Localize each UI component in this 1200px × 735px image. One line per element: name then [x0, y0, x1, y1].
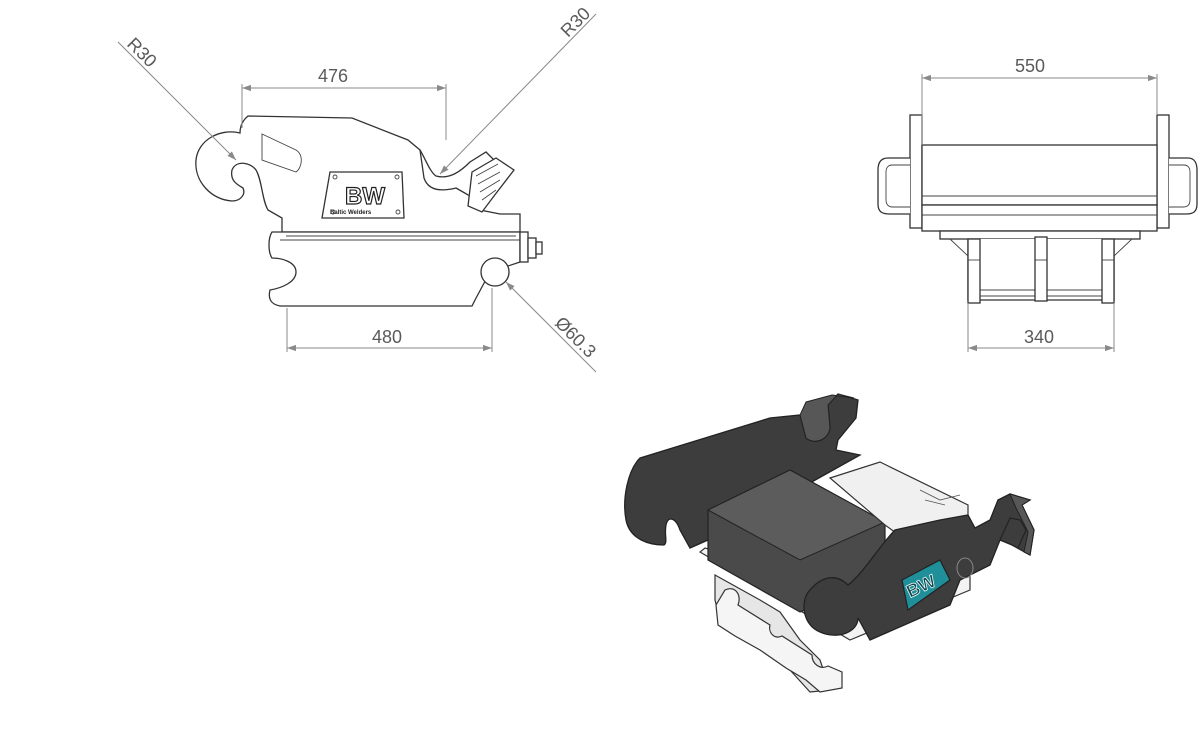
iso-logo-background	[901, 559, 951, 612]
side-view: BW Baltic Welders 476	[117, 3, 600, 373]
dim-r30-right: R30	[439, 3, 597, 175]
side-bolt	[519, 231, 543, 263]
side-base-body	[268, 231, 521, 307]
front-right-plate	[1156, 114, 1170, 229]
front-right-handle	[1169, 157, 1198, 215]
iso-logo-plate: BW	[901, 559, 951, 612]
dim-r30-left-text: R30	[123, 34, 160, 71]
front-view: 550 340	[877, 56, 1198, 352]
front-top-body	[921, 144, 1158, 206]
dim-pin-diameter-text: Ø60.3	[551, 313, 600, 362]
dim-476-text: 476	[318, 66, 348, 86]
side-logo-mark: BW	[345, 183, 385, 210]
dim-340-text: 340	[1024, 327, 1054, 347]
dim-pin-diameter: Ø60.3	[505, 281, 600, 373]
side-logo-subtext: Baltic Welders	[330, 210, 372, 216]
dim-550-text: 550	[1015, 56, 1045, 76]
iso-view: BW	[624, 393, 1035, 693]
side-pin-circle	[480, 257, 510, 287]
dim-480: 480	[286, 288, 493, 352]
side-slot	[261, 133, 302, 173]
front-lower-frame	[949, 236, 1133, 304]
dim-340: 340	[967, 303, 1115, 352]
dim-r30-right-text: R30	[557, 3, 594, 40]
dim-550: 550	[921, 56, 1158, 145]
front-left-plate	[909, 114, 923, 229]
dim-480-text: 480	[372, 327, 402, 347]
side-right-hook	[419, 149, 497, 197]
locking-wedge	[467, 157, 515, 213]
side-logo-plate: BW Baltic Welders	[321, 171, 405, 219]
dim-476: 476	[241, 66, 447, 140]
front-left-handle	[877, 157, 910, 215]
